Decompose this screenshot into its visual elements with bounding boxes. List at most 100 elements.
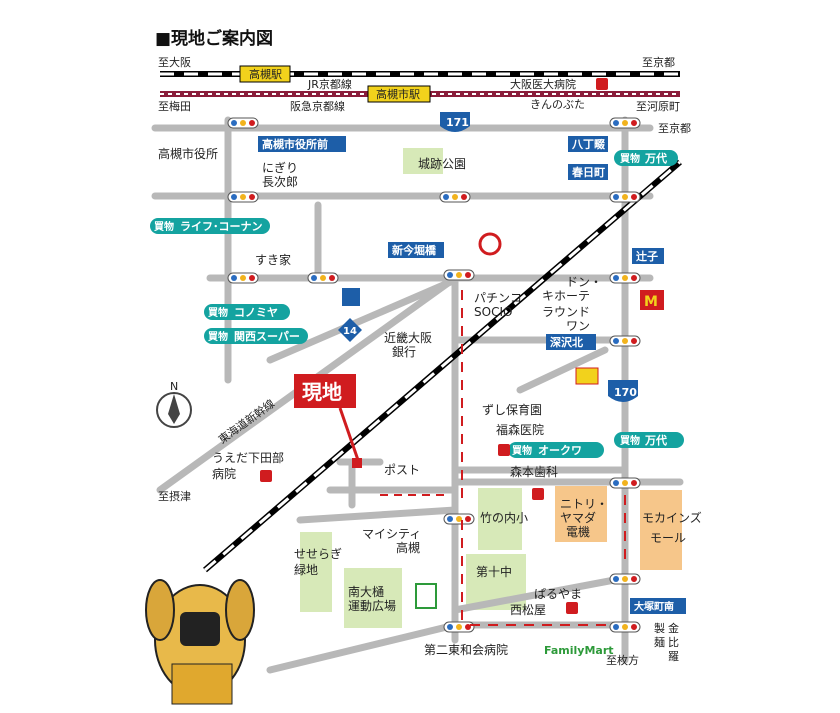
mocha-mall-area [640,490,682,570]
nitori-area [555,486,607,542]
park-area [403,148,443,174]
lm-shinkansen: 東海道新幹線 [216,396,278,446]
route-arrows [380,290,626,626]
lm-nitori3: 電機 [566,524,590,539]
route-171-shield: 171 [440,112,470,132]
lm-mall: モール [650,531,686,545]
int-kasugacho: 春日町 [572,165,605,179]
lm-sukiya: すき家 [255,252,291,267]
jr-station-box [239,65,291,83]
daily-icon [575,367,599,385]
hankyu-station-label: 高槻市駅 [376,87,420,101]
svg-text:買物: 買物 [208,306,228,319]
lm-donki2: キホーテ [542,289,590,303]
seven-eleven-icon [415,583,437,609]
int-shinimabori: 新今堀橋 [392,243,437,257]
int-otsukamachi-minami: 大塚町南 [634,600,674,613]
dir-kawaramachi: 至河原町 [636,100,680,113]
lm-takenouchi: 竹の内小 [480,511,528,525]
lm-daini: 第二東和会病院 [424,642,508,657]
traffic-lights [227,117,641,633]
svg-text:171: 171 [446,116,469,129]
site-label: 現地 [302,380,342,404]
hospital-icons [260,78,608,614]
lm-pachinko2: SOCIO [474,305,512,319]
dir-hirakata: 至枚方 [606,653,639,667]
seseragi-area [300,532,332,612]
lm-nigiri: にぎり [262,161,298,175]
svg-text:N: N [170,380,178,393]
lm-osaka-med: 大阪医大病院 [510,77,576,91]
sports-ground-area [344,568,402,628]
lm-kinhira3: 羅 [668,650,679,663]
int-tsujiko: 辻子 [636,249,658,263]
lm-kinki1: 近畿大阪 [384,331,432,345]
takenouchi-school-area [478,488,522,550]
mascot-dog [145,579,255,705]
lm-ueda2: 病院 [212,466,236,481]
lm-seimen1: 製 [654,621,665,635]
hankyu-station-box [367,85,431,103]
shinkansen-line-dash [204,160,681,572]
lm-seseragi1: せせらぎ [294,547,342,561]
shop-okuwa: オークワ [538,444,582,457]
lm-fukumori: 福森医院 [496,422,544,437]
shop-kansai: 関西スーパー [234,330,300,343]
lm-ueda1: うえだ下田部 [212,450,284,465]
lm-seseragi2: 緑地 [294,562,318,577]
lm-mycity2: 高槻 [396,540,420,555]
mcdonalds-icon: M [640,290,664,310]
lm-chojiro: 長次郎 [262,175,298,189]
lm-nitori2: ヤマダ [560,510,596,525]
svg-text:M: M [644,294,658,310]
int-shiyakushomae: 高槻市役所前 [262,137,328,151]
lm-joshi-park: 城跡公園 [418,156,466,171]
jr-line-label: JR京都線 [307,77,352,91]
lm-seimen2: 麺 [654,636,665,649]
site-marker [352,458,362,468]
lm-kinnobuta: きんのぶた [530,98,585,111]
lm-kinhira1: 金 [668,621,679,635]
lm-pachinko1: パチンコ [474,291,522,305]
svg-text:買物: 買物 [208,330,228,343]
lm-city-office: 高槻市役所 [158,146,218,161]
site-label-box [294,374,356,408]
shop-konomiya: コノミヤ [234,306,278,319]
svg-text:買物: 買物 [512,444,532,457]
lm-morimoto: 森本歯科 [510,464,558,479]
lm-donki1: ドン・ [566,275,602,289]
lm-kinhira2: 比 [668,636,679,649]
lm-kinki2: 銀行 [392,345,416,359]
dir-settsu: 至摂津 [158,489,191,503]
lm-minamioto1: 南大樋 [348,584,384,599]
lm-zushi: ずし保育園 [482,402,542,417]
lm-mycity1: マイシティ [362,527,421,541]
lm-minamioto2: 運動広場 [348,599,396,613]
site-pointer [338,407,360,461]
lm-paruyama: ぱるやま [534,587,582,601]
int-hacchonawate: 八丁畷 [571,138,606,151]
dir-kyoto: 至京都 [642,55,675,69]
lm-round2: ワン [566,319,590,333]
shop-mandai-1: 万代 [644,151,667,165]
svg-text:14: 14 [343,326,357,337]
map-title: ■現地ご案内図 [155,28,273,49]
lm-daiju: 第十中 [476,564,512,579]
shop-mandai-2: 万代 [644,433,667,447]
lm-mocha: モカインズ [642,510,702,525]
svg-text:買物: 買物 [154,220,174,233]
svg-text:170: 170 [614,386,637,399]
hankyu-line-label: 阪急京都線 [290,99,345,113]
lm-post: ポスト [384,463,420,477]
shop-prefix-1: 買物 [620,152,640,165]
svg-text:買物: 買物 [620,434,640,447]
int-fukazawakita: 深沢北 [550,335,583,349]
jr-station-label: 高槻駅 [249,67,282,81]
shop-life: ライフ･コーナン [180,220,263,233]
route-14-shield: 14 [338,318,362,342]
dir-kyoto2: 至京都 [658,121,691,135]
compass-icon: N [156,380,192,428]
lm-nitori1: ニトリ・ [560,497,608,511]
dir-osaka: 至大阪 [158,55,191,69]
